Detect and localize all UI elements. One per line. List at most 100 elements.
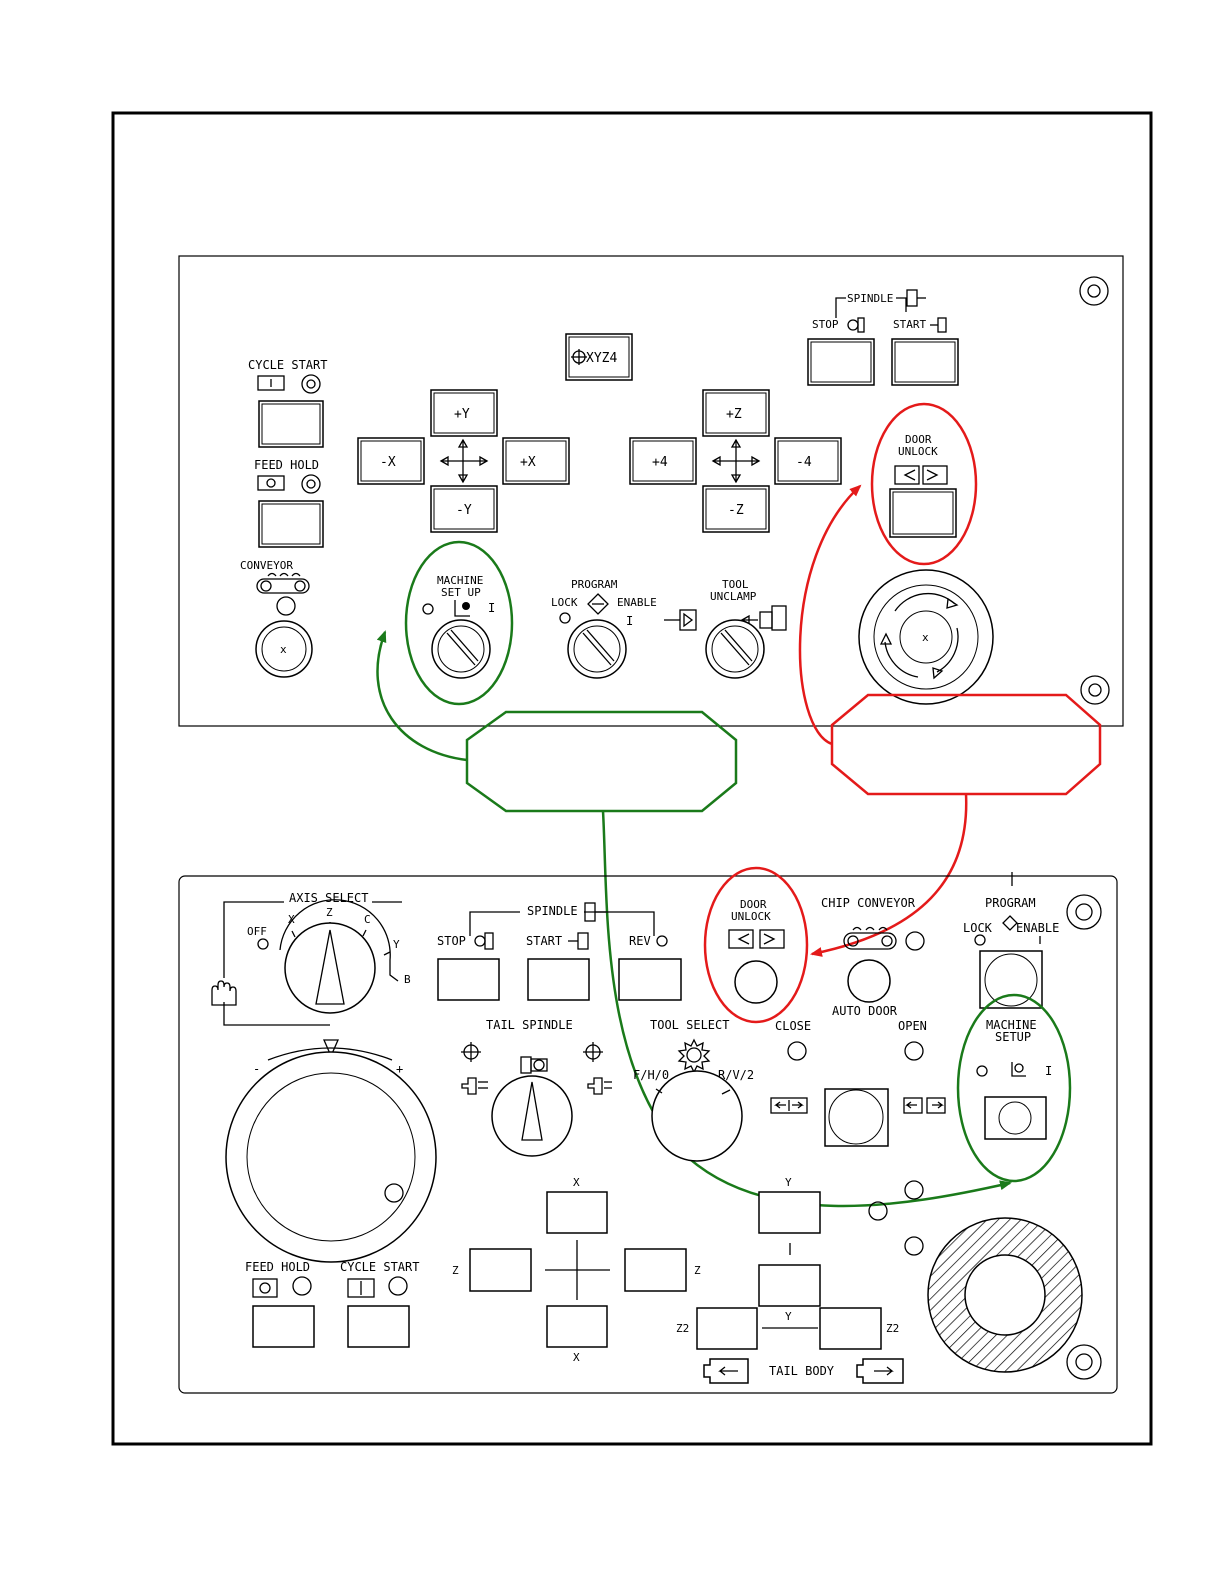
- spindle-stop-button[interactable]: [807, 338, 875, 386]
- jog-minus-z-button[interactable]: -Z: [702, 485, 770, 533]
- spindle-start-icon: [568, 932, 589, 950]
- machine-setup-off-lamp: [976, 1065, 988, 1077]
- door-open-lamp: [904, 1041, 924, 1061]
- cycle-start-button[interactable]: [258, 400, 324, 448]
- conveyor-icon: [256, 572, 310, 594]
- jog-z2-minus-button[interactable]: [696, 1307, 758, 1350]
- spindle-rev-lamp: [656, 935, 668, 947]
- jog-plus-z-button[interactable]: +Z: [702, 389, 770, 437]
- auto-door-toggle[interactable]: [824, 1088, 889, 1147]
- axis-select-arc: [279, 899, 399, 982]
- page-frame: [111, 111, 1153, 1446]
- spindle-rev-button[interactable]: [618, 958, 682, 1001]
- tool-unclamp-key-switch[interactable]: [705, 619, 765, 679]
- tool-unclamp-label: UNCLAMP: [710, 590, 757, 603]
- spindle-label: SPINDLE: [847, 292, 893, 305]
- jog-x-label: X: [573, 1176, 580, 1189]
- program-diamond-icon: [1002, 915, 1018, 931]
- tail-retract-icon: [461, 1077, 488, 1095]
- four-way-arrow-icon: [711, 438, 761, 484]
- machine-setup-on-mark: I: [488, 601, 495, 615]
- jog-z-label: Z: [694, 1264, 701, 1277]
- door-unlock-button[interactable]: [734, 960, 778, 1004]
- tool-unclamp-label: TOOL: [722, 578, 749, 591]
- spindle-icon: [584, 902, 606, 922]
- emergency-stop-button[interactable]: [927, 1217, 1083, 1373]
- handwheel-bracket: [223, 901, 402, 1026]
- key-icon: [454, 600, 470, 617]
- green-arrow-to-top-machine-setup: [376, 630, 468, 762]
- tail-body-forward-button[interactable]: [856, 1358, 904, 1384]
- jog-y-label: Y: [785, 1176, 792, 1189]
- jog-y-minus-button[interactable]: [758, 1264, 821, 1307]
- conveyor-indicator-lamp: [276, 596, 296, 616]
- program-key-switch[interactable]: [567, 619, 627, 679]
- tool-unclamp-icon: [740, 605, 787, 631]
- axis-xyz4-label: XYZ4: [586, 351, 617, 366]
- jog-minus-x-button[interactable]: -X: [357, 437, 425, 485]
- bottom-control-panel: AXIS SELECT OFF X Z C Y B - + FEED HOLD: [178, 866, 1118, 1394]
- jog-plus-4-button[interactable]: +4: [629, 437, 697, 485]
- spindle-stop-button[interactable]: [437, 958, 500, 1001]
- jog-z2-label: Z2: [676, 1322, 689, 1335]
- tail-spindle-selector[interactable]: [491, 1075, 573, 1157]
- tail-body-label: TAIL BODY: [769, 1364, 835, 1378]
- hand-icon: [211, 980, 237, 1006]
- tool-select-fh0-label: F/H/0: [633, 1068, 669, 1082]
- jog-x-plus-button[interactable]: [546, 1191, 608, 1234]
- jog-x-minus-button[interactable]: [546, 1305, 608, 1348]
- bottom-panel-outline: [178, 875, 1118, 1394]
- feed-hold-label: FEED HOLD: [254, 458, 319, 472]
- red-callout: [830, 693, 1102, 796]
- spindle-start-button[interactable]: [891, 338, 959, 386]
- tool-select-label: TOOL SELECT: [650, 1018, 729, 1032]
- feed-hold-label: FEED HOLD: [245, 1260, 310, 1274]
- machine-setup-highlight: [404, 540, 514, 706]
- jog-z-minus-button[interactable]: [469, 1248, 532, 1292]
- jog-y-plus-button[interactable]: [758, 1191, 821, 1234]
- jog-plus-y-button[interactable]: +Y: [430, 389, 498, 437]
- spindle-stop-icon: [474, 932, 494, 950]
- handwheel-pointer: [323, 1039, 339, 1058]
- jog-z2-plus-button[interactable]: [819, 1307, 882, 1350]
- cycle-start-button[interactable]: [347, 1305, 410, 1348]
- axis-b-label: B: [404, 973, 411, 986]
- feed-hold-icon: [252, 1276, 312, 1298]
- green-callout: [465, 710, 738, 813]
- spindle-start-button[interactable]: [527, 958, 590, 1001]
- tail-body-back-button[interactable]: [703, 1358, 749, 1384]
- door-unlock-button[interactable]: [889, 488, 957, 538]
- key-icon: [1011, 1062, 1026, 1077]
- jog-z-plus-button[interactable]: [624, 1248, 687, 1292]
- feed-hold-button[interactable]: [252, 1305, 315, 1348]
- emergency-stop-button[interactable]: x: [858, 569, 994, 705]
- conveyor-button[interactable]: x: [255, 620, 313, 678]
- machine-setup-key-switch[interactable]: [431, 619, 491, 679]
- axis-select-knob[interactable]: [284, 922, 376, 1014]
- svg-text:x: x: [922, 631, 929, 644]
- jog-plus-x-button[interactable]: +X: [502, 437, 570, 485]
- machine-setup-key-switch[interactable]: [984, 1096, 1047, 1140]
- spindle-start-icon: [930, 317, 947, 333]
- axis-xyz4-button[interactable]: XYZ4: [565, 333, 633, 381]
- program-lock-lamp: [559, 612, 571, 624]
- jog-minus-y-button[interactable]: -Y: [430, 485, 498, 533]
- svg-text:+Y: +Y: [454, 407, 470, 422]
- top-control-panel: CYCLE START FEED HOLD CONVEYOR: [178, 255, 1124, 727]
- feed-hold-icon: [257, 474, 321, 494]
- jog-x-label: X: [573, 1351, 580, 1364]
- jog-minus-4-button[interactable]: -4: [774, 437, 842, 485]
- program-enable-label: ENABLE: [617, 596, 657, 609]
- auto-door-button[interactable]: [847, 959, 891, 1003]
- svg-text:x: x: [280, 643, 287, 656]
- spindle-rev-label: REV: [629, 934, 651, 948]
- door-open-label: OPEN: [898, 1019, 927, 1033]
- handwheel-scale: [267, 1047, 393, 1061]
- tail-advance-icon: [587, 1077, 612, 1095]
- handwheel[interactable]: [225, 1051, 437, 1263]
- program-lock-lamp: [974, 934, 986, 946]
- screw-icon: [1066, 1344, 1102, 1380]
- tool-select-knob[interactable]: [651, 1070, 743, 1162]
- screw-icon: [1080, 675, 1110, 705]
- feed-hold-button[interactable]: [258, 500, 324, 548]
